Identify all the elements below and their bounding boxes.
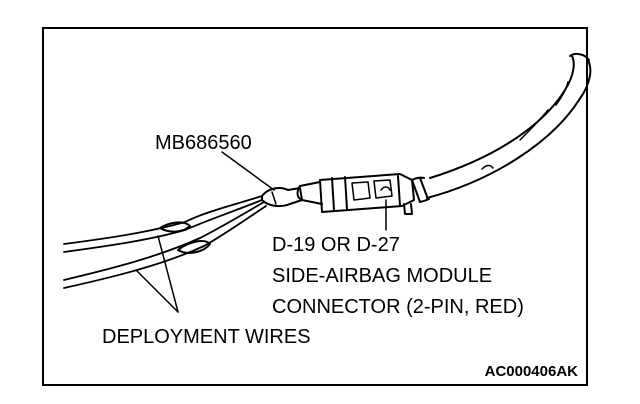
adapter-harness	[261, 187, 303, 208]
deployment-wires	[63, 195, 267, 289]
wiring-harness	[411, 52, 592, 203]
tool-part-label: MB686560	[155, 132, 252, 154]
connector-label-line1: D-19 OR D-27	[272, 234, 400, 256]
leader-lines	[135, 151, 387, 313]
figure-code: AC000406AK	[485, 363, 579, 380]
figure-frame	[42, 27, 588, 386]
connector-label-line3: CONNECTOR (2-PIN, RED)	[272, 296, 524, 318]
deployment-wires-label: DEPLOYMENT WIRES	[102, 326, 311, 348]
connector-label-line2: SIDE-AIRBAG MODULE	[272, 265, 492, 287]
